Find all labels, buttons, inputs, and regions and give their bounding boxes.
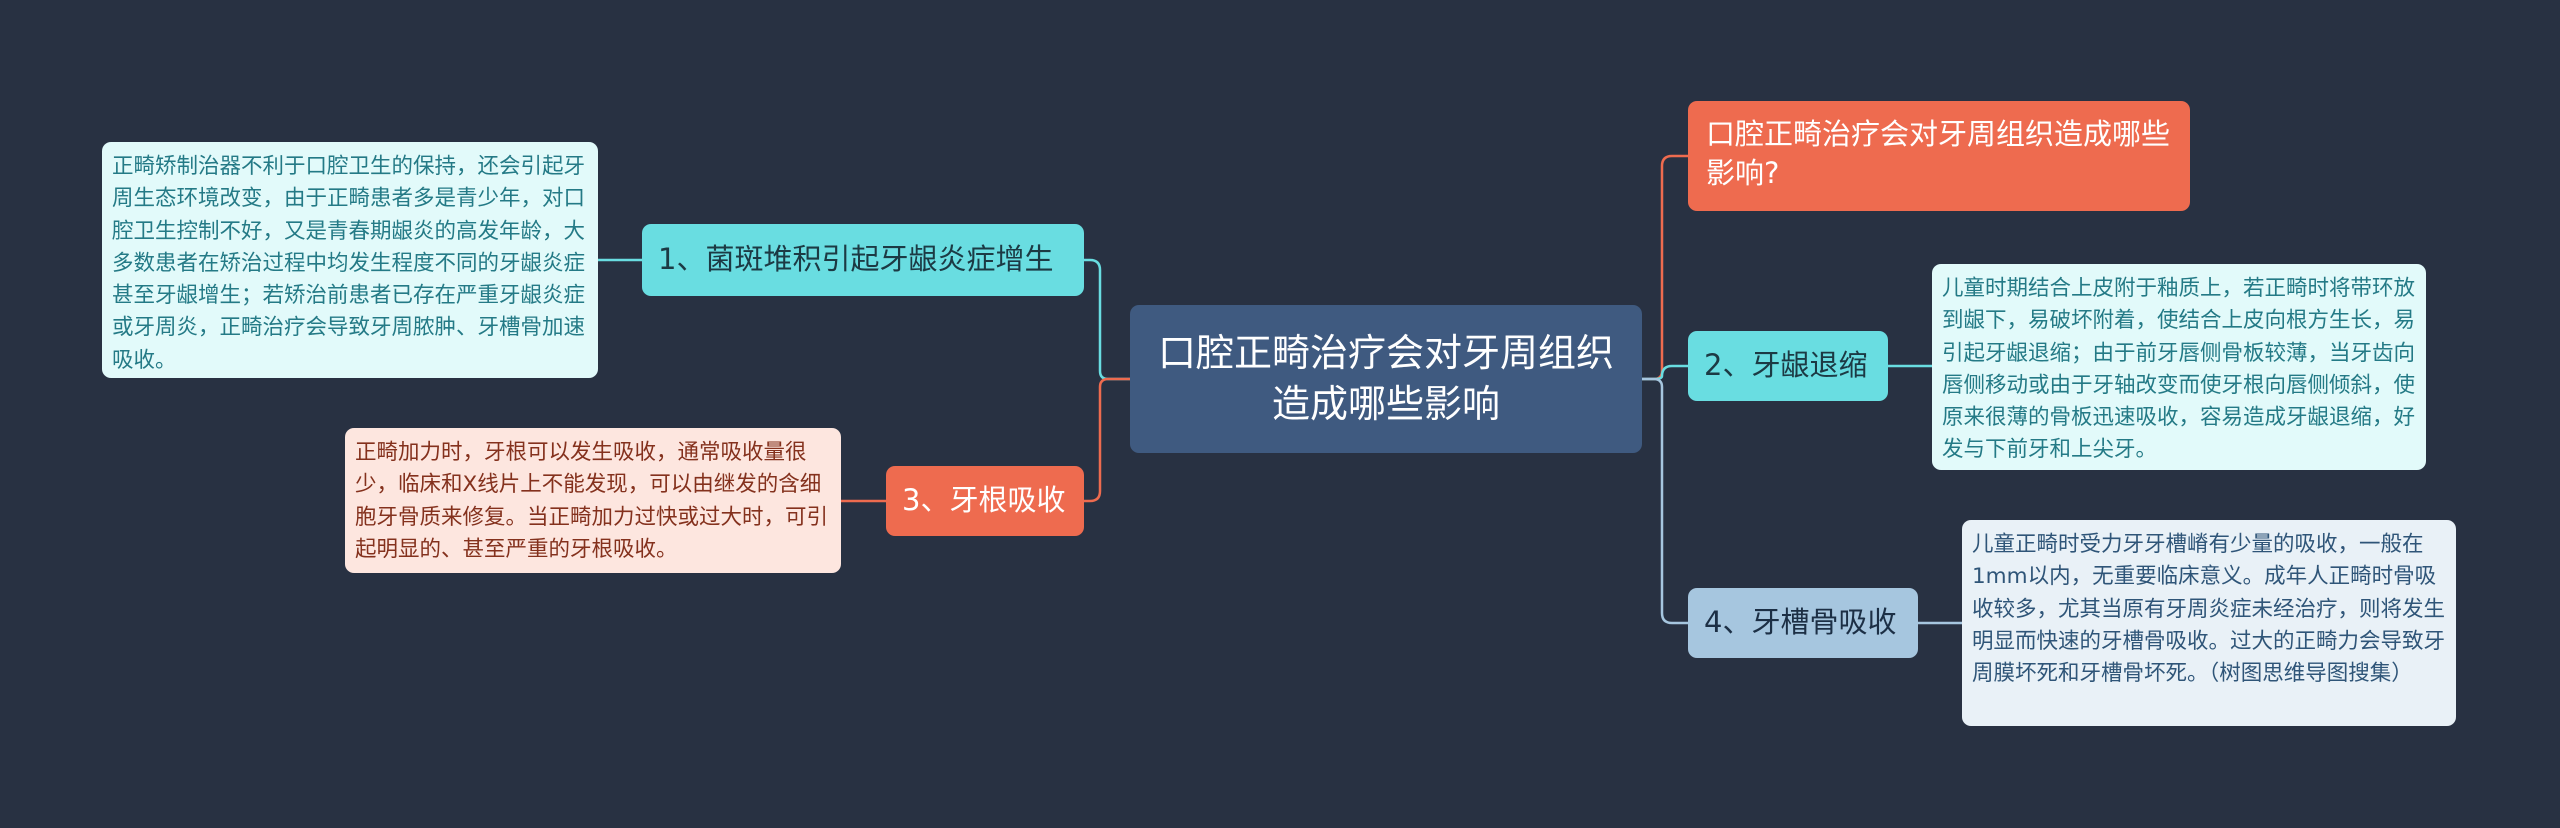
- connector-center-branch-2: [1642, 364, 1688, 381]
- central-topic[interactable]: 口腔正畸治疗会对牙周组织造成哪些影响: [1130, 305, 1642, 453]
- detail-text: 正畸矫制治器不利于口腔卫生的保持，还会引起牙周生态环境改变，由于正畸患者多是青少…: [112, 154, 586, 373]
- title-topic[interactable]: 口腔正畸治疗会对牙周组织造成哪些影响?: [1688, 101, 2190, 211]
- detail-text: 正畸加力时，牙根可以发生吸收，通常吸收量很少，临床和X线片上不能发现，可以由继发…: [355, 440, 829, 562]
- connector-center-title: [1642, 154, 1688, 381]
- detail-text: 儿童正畸时受力牙牙槽嵴有少量的吸收，一般在1mm以内，无重要临床意义。成年人正畸…: [1972, 532, 2446, 686]
- branch-alveolar-bone-resorption[interactable]: 4、牙槽骨吸收: [1688, 588, 1918, 658]
- branch-gingival-inflammation[interactable]: 1、菌斑堆积引起牙龈炎症增生: [642, 224, 1084, 296]
- detail-gingival-inflammation[interactable]: 正畸矫制治器不利于口腔卫生的保持，还会引起牙周生态环境改变，由于正畸患者多是青少…: [102, 142, 598, 378]
- branch-label: 3、牙根吸收: [902, 483, 1066, 518]
- branch-label: 4、牙槽骨吸收: [1704, 605, 1897, 640]
- connector-center-branch-3: [1084, 377, 1130, 503]
- connector-center-branch-4: [1642, 377, 1688, 625]
- connector-center-branch-1: [1084, 258, 1130, 381]
- branch-label: 1、菌斑堆积引起牙龈炎症增生: [658, 242, 1054, 277]
- detail-text: 儿童时期结合上皮附于釉质上，若正畸时将带环放到龈下，易破坏附着，使结合上皮向根方…: [1942, 276, 2416, 463]
- branch-root-resorption[interactable]: 3、牙根吸收: [886, 466, 1084, 536]
- detail-root-resorption[interactable]: 正畸加力时，牙根可以发生吸收，通常吸收量很少，临床和X线片上不能发现，可以由继发…: [345, 428, 841, 573]
- title-topic-text: 口腔正畸治疗会对牙周组织造成哪些影响?: [1706, 117, 2171, 191]
- detail-alveolar-bone-resorption[interactable]: 儿童正畸时受力牙牙槽嵴有少量的吸收，一般在1mm以内，无重要临床意义。成年人正畸…: [1962, 520, 2456, 726]
- detail-gingival-recession[interactable]: 儿童时期结合上皮附于釉质上，若正畸时将带环放到龈下，易破坏附着，使结合上皮向根方…: [1932, 264, 2426, 470]
- branch-gingival-recession[interactable]: 2、牙龈退缩: [1688, 331, 1888, 401]
- central-topic-text: 口腔正畸治疗会对牙周组织造成哪些影响: [1157, 330, 1614, 426]
- branch-label: 2、牙龈退缩: [1704, 348, 1868, 383]
